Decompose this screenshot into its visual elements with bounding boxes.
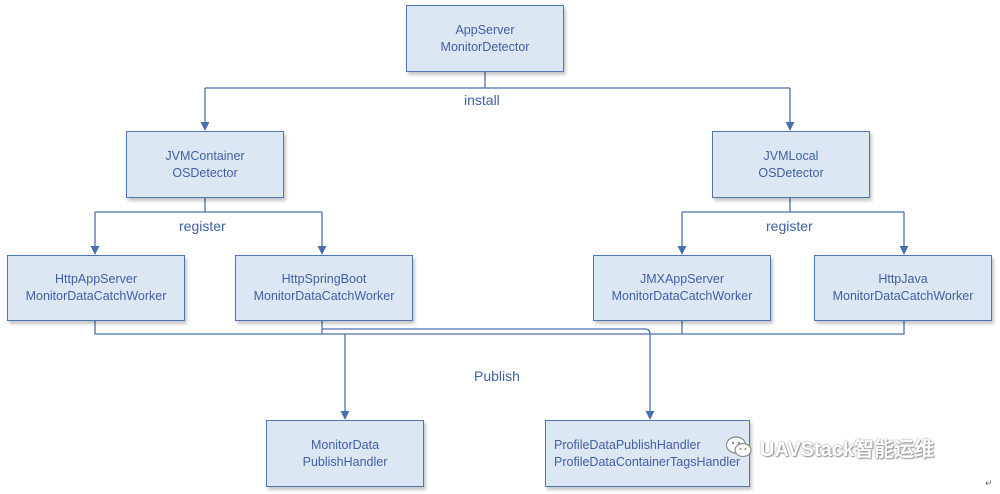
publish-bus [94,321,905,335]
publish-label: Publish [474,368,520,384]
jmx-app-server-worker-box: JMXAppServer MonitorDataCatchWorker [593,255,771,321]
paragraph-return-mark: ↵ [985,478,993,488]
register-right-label: register [766,218,813,234]
app-server-line1: AppServer [455,22,515,37]
jmx-app-server-line1: JMXAppServer [639,272,725,286]
app-server-monitor-detector-box: AppServer MonitorDetector [406,5,564,72]
register-left-connector [95,198,322,213]
http-spring-boot-worker-box: HttpSpringBoot MonitorDataCatchWorker [235,255,413,321]
jvm-local-line2: OSDetector [758,165,824,180]
register-right-connector [682,198,904,213]
install-connector [205,72,790,89]
jvm-container-line1: JVMContainer [165,148,245,163]
monitor-data-publish-handler-box: MonitorData PublishHandler [266,420,424,487]
monitor-data-line2: PublishHandler [302,454,388,469]
http-app-server-line2: MonitorDataCatchWorker [25,289,167,303]
jvm-local-line1: JVMLocal [763,148,819,163]
http-java-worker-box: HttpJava MonitorDataCatchWorker [814,255,992,321]
jmx-app-server-line2: MonitorDataCatchWorker [611,289,753,303]
watermark-text: UAVStack智能运维 [760,438,935,461]
http-spring-boot-line1: HttpSpringBoot [281,272,367,286]
jvm-container-os-detector-box: JVMContainer OSDetector [126,131,284,198]
http-app-server-worker-box: HttpAppServer MonitorDataCatchWorker [7,255,185,321]
jvm-local-os-detector-box: JVMLocal OSDetector [712,131,870,198]
http-java-line2: MonitorDataCatchWorker [832,289,974,303]
watermark: UAVStack智能运维 [724,432,934,462]
http-java-line1: HttpJava [878,272,928,286]
http-app-server-line1: HttpAppServer [55,272,137,286]
app-server-line2: MonitorDetector [440,39,530,54]
profile-data-publish-handler-box: ProfileDataPublishHandler ProfileDataCon… [545,420,750,487]
monitor-data-line1: MonitorData [310,437,380,452]
profile-data-line1: ProfileDataPublishHandler [554,437,701,452]
publish-cross-line [322,328,651,335]
http-spring-boot-line2: MonitorDataCatchWorker [253,289,395,303]
register-left-label: register [179,218,226,234]
wechat-icon [725,436,752,458]
profile-data-line2: ProfileDataContainerTagsHandler [554,454,741,469]
install-label: install [464,92,500,108]
jvm-container-line2: OSDetector [172,165,238,180]
